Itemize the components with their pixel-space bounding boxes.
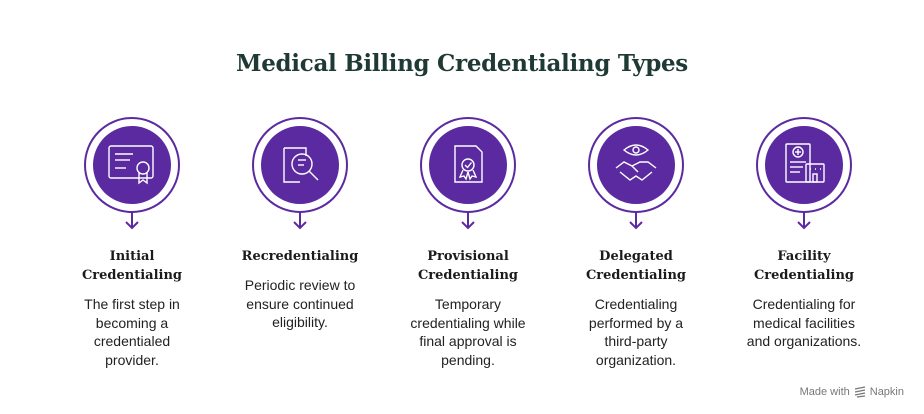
item-description: Credentialing performed by a third-party… [552,295,720,369]
item-description: Periodic review to ensure continued elig… [216,276,384,332]
item-heading: Provisional Credentialing [384,247,552,285]
desc-line: medical facilities [753,314,855,331]
certificate-icon [93,126,171,204]
desc-line: becoming a [95,314,169,331]
desc-line: Temporary [434,296,502,312]
ring-connector [48,110,216,235]
handshake-eye-icon [597,126,675,204]
heading-line: Facility [777,249,831,264]
item-heading: Delegated Credentialing [552,247,720,285]
heading-line: Credentialing [417,268,519,283]
desc-line: The first step in [84,296,180,312]
item-heading: Initial Credentialing [48,247,216,285]
desc-line: provider. [105,351,159,368]
heading-line: Credentialing [585,268,687,283]
medical-facility-icon [765,126,843,204]
document-search-icon [261,126,339,204]
item-description: The first step in becoming a credentiale… [48,295,216,369]
napkin-brand-label: Napkin [869,386,904,398]
badge-document-icon [429,126,507,204]
desc-line: Credentialing for [752,296,856,312]
desc-line: third-party [604,333,668,349]
napkin-logo-icon [854,386,865,398]
heading-line: Delegated [599,249,673,264]
desc-line: ensure continued [246,295,354,312]
heading-line: Recredentialing [241,249,359,264]
desc-line: Periodic review to [244,277,356,293]
page-title: Medical Billing Credentialing Types [236,50,688,77]
heading-line: Credentialing [81,268,183,283]
ring-connector [216,110,384,235]
item-heading: Recredentialing [216,247,384,266]
desc-line: credentialing while [410,314,526,331]
made-with-label: Made with [799,386,850,398]
heading-line: Provisional [427,249,509,264]
item-heading: Facility Credentialing [720,247,888,285]
desc-line: Credentialing [594,296,678,312]
desc-line: performed by a [588,314,684,331]
ring-connector [720,110,888,235]
item-description: Credentialing for medical facilities and… [720,295,888,351]
desc-line: eligibility. [272,314,328,330]
desc-line: organization. [595,351,677,368]
ring-connector [552,110,720,235]
heading-line: Initial [109,249,155,264]
made-with-napkin-badge[interactable]: Made with Napkin [800,386,904,398]
item-description: Temporary credentialing while final appr… [384,295,552,369]
heading-line: Credentialing [753,268,855,283]
ring-connector [384,110,552,235]
desc-line: credentialed [93,333,171,349]
desc-line: and organizations. [746,333,862,349]
desc-line: final approval is [419,333,517,349]
desc-line: pending. [441,351,495,368]
